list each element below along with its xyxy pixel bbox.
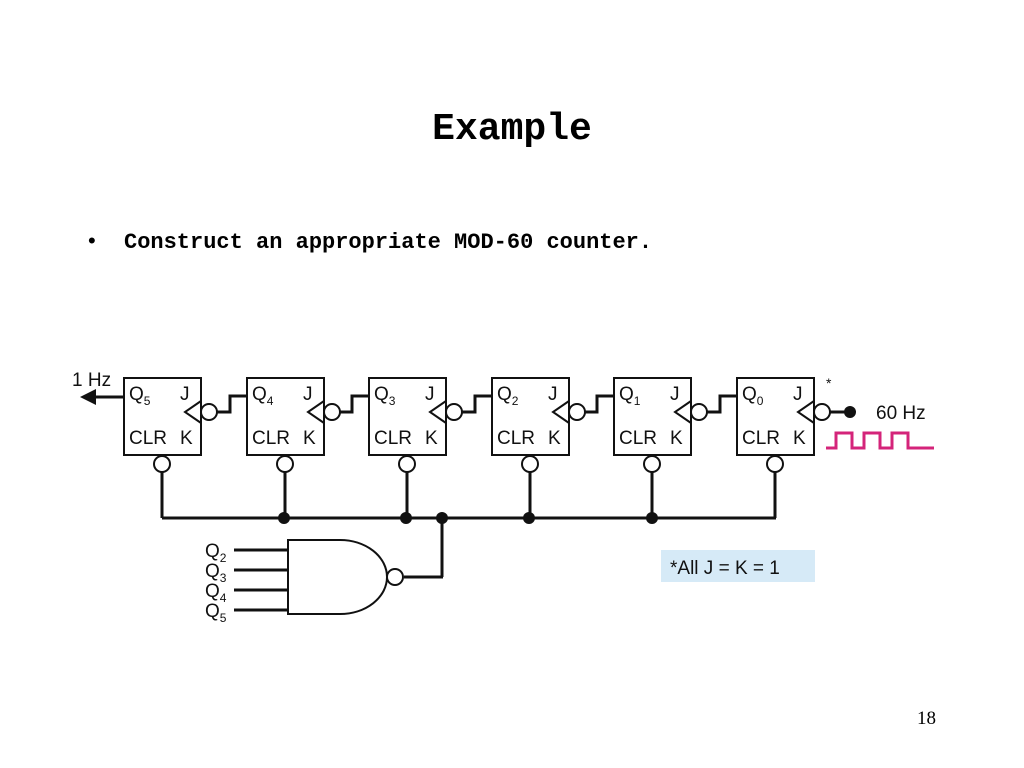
flip-flop-box	[246, 377, 325, 456]
nand-input-subscript: 5	[220, 611, 227, 625]
ripple-connection	[340, 394, 369, 414]
flip-flop-box	[613, 377, 692, 456]
q-subscript: 3	[389, 394, 396, 408]
j-input-label: J	[303, 384, 313, 405]
clr-label: CLR	[374, 428, 412, 449]
input-label: 60 Hz	[876, 403, 926, 424]
nand-input-subscript: 4	[220, 591, 227, 605]
bullet-item: • Construct an appropriate MOD-60 counter…	[88, 228, 652, 255]
clr-bubble	[766, 455, 784, 473]
clr-label: CLR	[129, 428, 167, 449]
junction-dot	[400, 512, 412, 524]
clr-bubble	[643, 455, 661, 473]
q-subscript: 0	[757, 394, 764, 408]
clr-label: CLR	[252, 428, 290, 449]
note-box	[661, 550, 815, 582]
clock-bubble	[323, 403, 341, 421]
clock-bubble	[200, 403, 218, 421]
k-input-label: K	[670, 428, 683, 449]
q-subscript: 2	[512, 394, 519, 408]
clock-bubble	[445, 403, 463, 421]
nand-input-subscript: 3	[220, 571, 227, 585]
clock-bubble	[568, 403, 586, 421]
bullet-dot: •	[88, 228, 96, 253]
junction-dot	[436, 512, 448, 524]
k-input-label: K	[425, 428, 438, 449]
clr-bubble	[398, 455, 416, 473]
clr-label: CLR	[497, 428, 535, 449]
junction-dot	[278, 512, 290, 524]
q-subscript: 5	[144, 394, 151, 408]
slide-title: Example	[432, 108, 592, 151]
clock-triangle	[551, 400, 570, 424]
clock-bubble	[813, 403, 831, 421]
clr-bubble	[153, 455, 171, 473]
clr-label: CLR	[742, 428, 780, 449]
flip-flop-box	[368, 377, 447, 456]
ripple-connection	[585, 394, 614, 414]
clr-bubble	[521, 455, 539, 473]
note-text: *All J = K = 1	[670, 558, 780, 579]
clr-bubble	[276, 455, 294, 473]
output-arrowhead	[80, 389, 96, 405]
clr-label: CLR	[619, 428, 657, 449]
clock-triangle	[306, 400, 325, 424]
clock-bubble	[690, 403, 708, 421]
q-subscript: 4	[267, 394, 274, 408]
junction-dot	[646, 512, 658, 524]
k-input-label: K	[303, 428, 316, 449]
clock-triangle	[428, 400, 447, 424]
page-number: 18	[917, 708, 936, 729]
clock-triangle	[796, 400, 815, 424]
clock-triangle	[673, 400, 692, 424]
k-input-label: K	[548, 428, 561, 449]
ripple-connection	[462, 394, 492, 414]
ripple-connection	[707, 394, 737, 414]
asterisk-mark: *	[826, 375, 832, 391]
nand-bubble	[386, 568, 404, 586]
q-subscript: 1	[634, 394, 641, 408]
j-input-label: J	[793, 384, 803, 405]
flip-flop-box	[123, 377, 202, 456]
nand-gate	[287, 539, 388, 615]
k-input-label: K	[793, 428, 806, 449]
clock-square-wave	[826, 431, 934, 450]
j-input-label: J	[425, 384, 435, 405]
junction-dot	[523, 512, 535, 524]
nand-input-subscript: 2	[220, 551, 227, 565]
output-label: 1 Hz	[72, 370, 111, 391]
clock-input-node	[844, 406, 856, 418]
k-input-label: K	[180, 428, 193, 449]
j-input-label: J	[548, 384, 558, 405]
ripple-connection	[217, 394, 247, 414]
bullet-text: Construct an appropriate MOD-60 counter.	[124, 230, 653, 255]
flip-flop-box	[736, 377, 815, 456]
j-input-label: J	[180, 384, 190, 405]
flip-flop-box	[491, 377, 570, 456]
j-input-label: J	[670, 384, 680, 405]
clock-triangle	[183, 400, 202, 424]
